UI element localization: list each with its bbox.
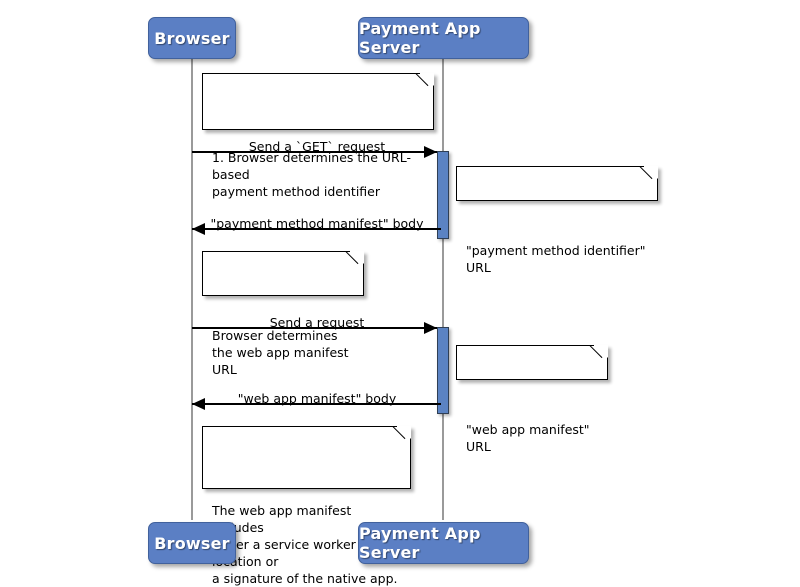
message-line-send-get-request [192, 151, 437, 153]
participant-header-payment-app-server[interactable]: Payment App Server [358, 17, 529, 59]
note-web-app-manifest-includes: The web app manifest includes either a s… [202, 426, 411, 586]
message-line-web-app-manifest-body [192, 403, 441, 405]
activation-bar-2 [437, 327, 449, 414]
participant-footer-browser-label: Browser [154, 533, 230, 553]
note-text: 1. Browser determines the URL-based paym… [212, 150, 411, 199]
participant-header-payment-app-server-label: Payment App Server [359, 19, 481, 57]
message-label-send-get-request: Send a `GET` request [248, 139, 386, 154]
message-line-send-a-request [192, 327, 437, 329]
message-label-send-a-request: Send a request [269, 315, 365, 330]
note-text: "web app manifest" URL [466, 422, 590, 454]
message-arrowhead-web-app-manifest-body [192, 398, 205, 410]
message-line-payment-method-manifest-body [192, 228, 441, 230]
participant-header-browser[interactable]: Browser [148, 17, 236, 59]
note-fold-line [589, 345, 608, 364]
note-payment-method-identifier-url: "payment method identifier" URL [456, 166, 658, 275]
note-fold-line [639, 166, 658, 185]
note-browser-determines-web-app-manifest-url: Browser determines the web app manifest … [202, 251, 364, 377]
lifeline-browser [191, 58, 193, 520]
message-label-web-app-manifest-body: "web app manifest" body [237, 391, 397, 406]
activation-bar-1 [437, 151, 449, 239]
lifeline-payment-app-server [442, 58, 444, 520]
note-fold-line [415, 73, 434, 92]
message-arrowhead-send-get-request [424, 146, 437, 158]
note-fold-line [392, 426, 411, 445]
participant-footer-payment-app-server[interactable]: Payment App Server [358, 522, 529, 564]
participant-footer-payment-app-server-label: Payment App Server [359, 524, 481, 562]
note-web-app-manifest-url: "web app manifest" URL [456, 345, 608, 454]
participant-footer-browser[interactable]: Browser [148, 522, 236, 564]
participant-header-browser-label: Browser [154, 28, 230, 48]
message-arrowhead-send-a-request [424, 322, 437, 334]
message-label-payment-method-manifest-body: "payment method manifest" body [210, 216, 424, 231]
note-fold-line [345, 251, 364, 270]
note-browser-determines-identifier: 1. Browser determines the URL-based paym… [202, 73, 434, 199]
note-text: Browser determines the web app manifest … [212, 328, 349, 377]
note-text: "payment method identifier" URL [466, 243, 646, 275]
message-arrowhead-payment-method-manifest-body [192, 223, 205, 235]
